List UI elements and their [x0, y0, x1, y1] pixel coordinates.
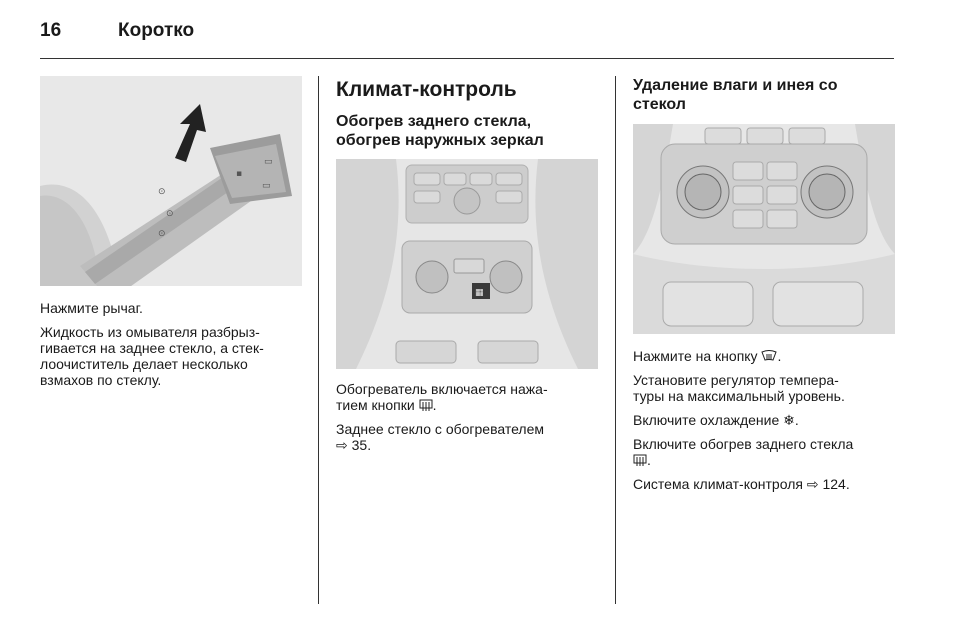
svg-text:⊙: ⊙	[158, 229, 166, 239]
column-2: Климат-контроль Обогрев заднего стекла, …	[336, 76, 600, 461]
climate-panel-illustration	[633, 124, 895, 334]
svg-text:▦: ▦	[475, 288, 484, 298]
svg-text:⊙: ⊙	[158, 187, 166, 197]
climate-system-reference: Система климат-контроля ⇨ 124.	[633, 476, 850, 492]
wiper-lever-illustration: ⊙⊙⊙ ▪▭▭	[40, 76, 302, 286]
page-number: 16	[40, 20, 62, 41]
svg-text:▪: ▪	[236, 169, 242, 179]
column-3: Удаление влаги и инея со стекол Нажмите …	[633, 76, 895, 500]
washer-description: Жидкость из омывателя разбрыз- гивается …	[40, 324, 264, 388]
page-header: 16 Коротко	[0, 0, 954, 60]
climate-control-heading: Климат-контроль	[336, 78, 517, 101]
rear-window-heating-heading: Обогрев заднего стекла, обогрев наружных…	[336, 113, 544, 149]
header-rule	[40, 58, 894, 59]
instruction-press-lever: Нажмите рычаг.	[40, 300, 143, 316]
heater-activation-text: Обогреватель включается нажа- тием кнопк…	[336, 381, 548, 413]
column-1: ⊙⊙⊙ ▪▭▭ Нажмите рычаг. Жидкость из омыва…	[40, 76, 302, 396]
svg-text:⊙: ⊙	[166, 209, 174, 219]
heated-rear-window-reference: Заднее стекло с обогревателем ⇨ 35.	[336, 421, 545, 453]
enable-rear-heating-text: Включите обогрев заднего стекла .	[633, 436, 854, 468]
set-temperature-text: Установите регулятор темпера- туры на ма…	[633, 372, 845, 404]
svg-text:▭: ▭	[262, 181, 271, 191]
page-reference-arrow-icon: ⇨	[806, 476, 819, 492]
svg-text:▭: ▭	[264, 157, 273, 167]
column-divider-1	[318, 76, 319, 604]
demist-defrost-heading: Удаление влаги и инея со стекол	[633, 77, 838, 113]
windscreen-defrost-icon	[761, 350, 778, 361]
snowflake-icon: ❄	[783, 412, 795, 428]
rear-defrost-icon	[419, 399, 433, 411]
section-title: Коротко	[118, 20, 195, 41]
center-console-illustration: ▦	[336, 159, 598, 369]
page-reference-arrow-icon: ⇨	[336, 437, 348, 453]
column-divider-2	[615, 76, 616, 604]
rear-defrost-icon	[633, 454, 647, 466]
press-button-text: Нажмите на кнопку .	[633, 348, 782, 364]
enable-cooling-text: Включите охлаждение ❄.	[633, 412, 799, 428]
